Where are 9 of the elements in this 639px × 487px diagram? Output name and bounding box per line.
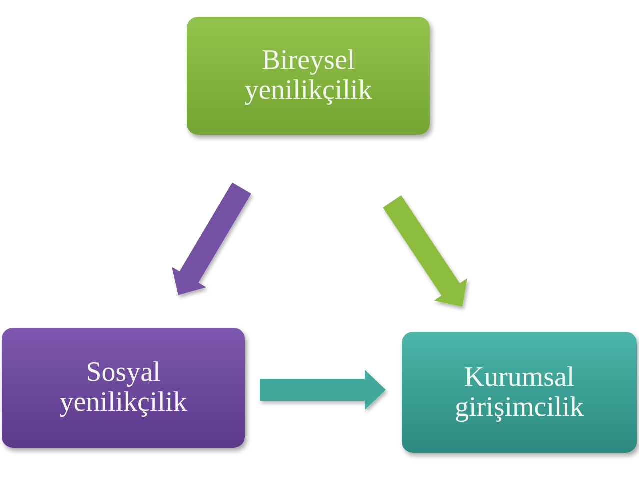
- box-label: Sosyal yenilikçilik: [58, 358, 188, 418]
- process-box: [2, 328, 245, 448]
- block-arrow: [260, 370, 386, 410]
- process-box: [402, 332, 637, 453]
- box-label: Kurumsal girişimcilik: [454, 362, 586, 422]
- block-arrow: [383, 196, 468, 307]
- box-label: Bireysel yenilikçilik: [244, 46, 374, 106]
- block-arrow: [172, 182, 252, 296]
- process-box: [187, 17, 430, 135]
